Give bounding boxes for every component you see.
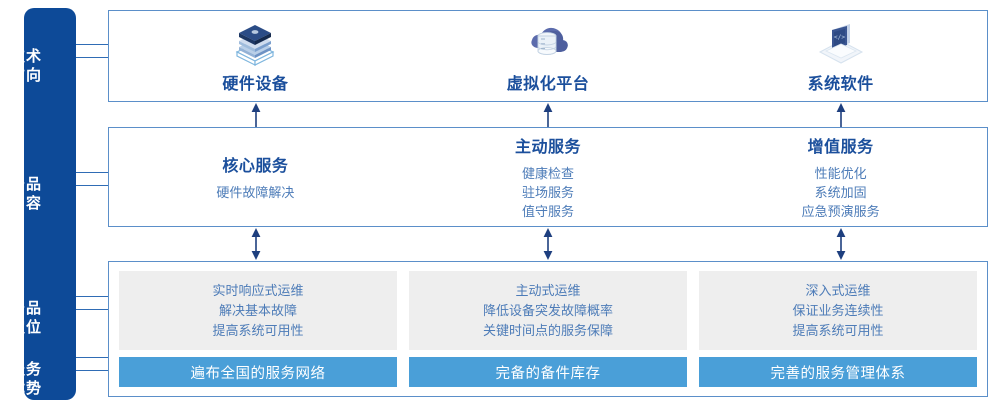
advantage-bar-management-system[interactable]: 完善的服务管理体系 — [699, 357, 977, 387]
tech-item-label: 虚拟化平台 — [506, 76, 590, 93]
arrow-up-virtualization — [543, 103, 553, 127]
sidebar-label-line: 产品 定位 — [9, 300, 42, 336]
positioning-line: 提高系统可用性 — [792, 322, 884, 338]
content-line: 驻场服务 — [522, 185, 575, 200]
content-line: 应急预演服务 — [801, 204, 880, 219]
sidebar-item-product-positioning[interactable]: 产品 定位 — [0, 280, 52, 356]
content-line: 值守服务 — [522, 204, 575, 219]
svg-text:</>: </> — [834, 34, 845, 41]
server-stack-icon — [235, 25, 275, 66]
positioning-column-proactive[interactable]: 主动式运维 降低设备突发故障概率 关键时间点的服务保障 完备的备件库存 — [409, 271, 687, 387]
sidebar-item-tech-direction[interactable]: 技术 方向 — [0, 28, 52, 104]
tech-item-system-software[interactable]: </> 系统软件 — [694, 11, 987, 101]
tech-item-hardware[interactable]: 硬件设备 — [109, 11, 402, 101]
content-item-proactive-service[interactable]: 主动服务 健康检查 驻场服务 值守服务 — [402, 128, 695, 226]
connector-content-top — [50, 172, 108, 174]
content-item-core-service[interactable]: 核心服务 硬件故障解决 — [109, 128, 402, 226]
arrow-up-system-software — [836, 103, 846, 127]
content-item-value-added-service[interactable]: 增值服务 性能优化 系统加固 应急预演服务 — [694, 128, 987, 226]
tech-item-virtualization[interactable]: 虚拟化平台 — [402, 11, 695, 101]
sidebar-label-line: 服务 优势 — [9, 361, 42, 397]
cloud-database-icon — [531, 27, 568, 56]
service-system-diagram: 技术 方向 产品 内容 产品 定位 服务 优势 — [0, 8, 988, 400]
tech-item-label: 系统软件 — [807, 76, 874, 93]
positioning-line: 实时响应式运维 — [212, 282, 304, 298]
arrow-up-hardware — [251, 103, 261, 127]
positioning-line: 关键时间点的服务保障 — [482, 322, 613, 338]
arrow-bidirectional-right — [836, 228, 846, 260]
positioning-line: 降低设备突发故障概率 — [482, 302, 613, 318]
content-line: 性能优化 — [814, 166, 867, 181]
content-title: 核心服务 — [222, 158, 289, 175]
sidebar-label-line: 技术 方向 — [9, 48, 42, 84]
positioning-line: 解决基本故障 — [218, 302, 297, 318]
sidebar-item-product-content[interactable]: 产品 内容 — [0, 156, 52, 232]
positioning-line: 深入式运维 — [805, 282, 871, 298]
positioning-line: 提高系统可用性 — [212, 322, 304, 338]
connector-tech-bot — [50, 57, 108, 59]
sidebar-label-line: 产品 内容 — [9, 176, 42, 212]
product-content-panel: 核心服务 硬件故障解决 主动服务 健康检查 驻场服务 值守服务 增值服务 性能优… — [108, 127, 988, 227]
positioning-column-indepth[interactable]: 深入式运维 保证业务连续性 提高系统可用性 完善的服务管理体系 — [699, 271, 977, 387]
laptop-code-icon: </> — [818, 24, 863, 64]
positioning-line: 保证业务连续性 — [792, 302, 884, 318]
positioning-advantage-panel: 实时响应式运维 解决基本故障 提高系统可用性 遍布全国的服务网络 主动式运维 降… — [108, 261, 988, 397]
content-line: 系统加固 — [814, 185, 867, 200]
connector-content-bot — [50, 185, 108, 187]
advantage-bar-spare-parts[interactable]: 完备的备件库存 — [409, 357, 687, 387]
content-title: 主动服务 — [515, 139, 582, 156]
connector-tech-top — [50, 44, 108, 46]
connector-position-top — [50, 296, 108, 298]
connector-advantage-top — [50, 357, 108, 359]
content-line: 硬件故障解决 — [216, 185, 295, 200]
tech-direction-panel: 硬件设备 虚拟化平台 — [108, 10, 988, 102]
positioning-box: 实时响应式运维 解决基本故障 提高系统可用性 — [119, 271, 397, 350]
positioning-column-realtime[interactable]: 实时响应式运维 解决基本故障 提高系统可用性 遍布全国的服务网络 — [119, 271, 397, 387]
advantage-bar-service-network[interactable]: 遍布全国的服务网络 — [119, 357, 397, 387]
positioning-line: 主动式运维 — [515, 282, 581, 298]
connector-advantage-bot — [50, 370, 108, 372]
positioning-box: 主动式运维 降低设备突发故障概率 关键时间点的服务保障 — [409, 271, 687, 350]
content-line: 健康检查 — [522, 166, 575, 181]
connector-position-bot — [50, 309, 108, 311]
tech-item-label: 硬件设备 — [222, 76, 289, 93]
positioning-box: 深入式运维 保证业务连续性 提高系统可用性 — [699, 271, 977, 350]
arrow-bidirectional-left — [251, 228, 261, 260]
arrow-bidirectional-center — [543, 228, 553, 260]
category-sidebar — [24, 8, 76, 400]
sidebar-item-service-advantage[interactable]: 服务 优势 — [0, 341, 52, 417]
content-title: 增值服务 — [807, 139, 874, 156]
